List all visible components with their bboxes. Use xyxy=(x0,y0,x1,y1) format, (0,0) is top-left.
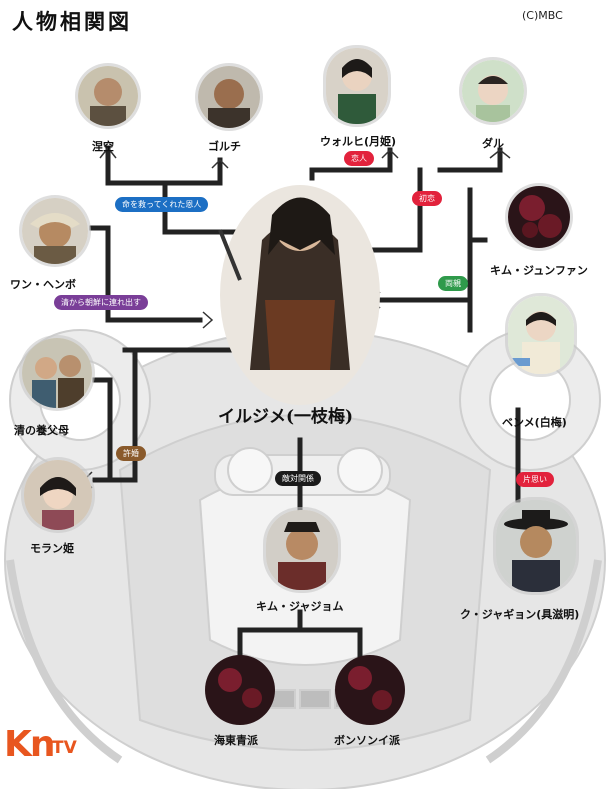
moran-portrait[interactable] xyxy=(24,460,92,530)
badge-hostile: 敵対関係 xyxy=(275,471,321,486)
name-kimja: キム・ジャジョム xyxy=(256,600,344,613)
badge-saved: 命を救ってくれた恩人 xyxy=(115,197,209,212)
name-nekku: 涅空 xyxy=(92,140,114,153)
name-parents: 清の養父母 xyxy=(14,424,69,437)
badge-both-parents: 両親 xyxy=(438,276,468,291)
dal-portrait[interactable] xyxy=(462,60,524,122)
badge-brought: 清から朝鮮に連れ出す xyxy=(54,295,148,310)
golchi-portrait[interactable] xyxy=(198,66,260,128)
name-wolhi: ウォルヒ(月姫) xyxy=(320,135,397,148)
kntv-logo-suffix: TV xyxy=(52,738,77,758)
name-wang: ワン・ヘンボ xyxy=(10,278,76,291)
parents-portrait[interactable] xyxy=(22,338,92,408)
bongsun-portrait[interactable] xyxy=(508,296,574,374)
kimjun-portrait[interactable] xyxy=(508,186,570,248)
kimja-portrait[interactable] xyxy=(266,510,338,590)
name-kimjun: キム・ジュンファン xyxy=(490,264,588,277)
badge-first-love: 初恋 xyxy=(412,191,442,206)
copyright-notice: (C)MBC xyxy=(522,9,563,22)
name-moran: モラン姫 xyxy=(30,542,74,555)
name-bongsun: ベンメ(白梅) xyxy=(502,416,567,429)
kntv-logo-mark: Kn xyxy=(4,724,56,765)
haedong-emblem xyxy=(205,655,275,725)
wang-portrait[interactable] xyxy=(22,198,88,264)
badge-engaged: 許婚 xyxy=(116,446,146,461)
name-dal: ダル xyxy=(482,137,504,150)
badge-lover: 恋人 xyxy=(344,151,374,166)
center-character-figure xyxy=(218,185,380,405)
name-gu: ク・ジャギョン(具滋明) xyxy=(460,608,580,621)
bonsun-emblem xyxy=(335,655,405,725)
page-title: 人物相関図 xyxy=(12,9,132,34)
wolhi-portrait[interactable] xyxy=(326,48,388,124)
badge-unrequited: 片思い xyxy=(516,472,554,487)
name-bonsun: ボンソンイ派 xyxy=(334,734,400,747)
nekku-portrait[interactable] xyxy=(78,66,138,126)
gu-portrait[interactable] xyxy=(496,500,576,592)
name-haedong: 海東青派 xyxy=(214,734,258,747)
name-golchi: ゴルチ xyxy=(208,140,241,153)
name-center: イルジメ(一枝梅) xyxy=(218,407,354,427)
